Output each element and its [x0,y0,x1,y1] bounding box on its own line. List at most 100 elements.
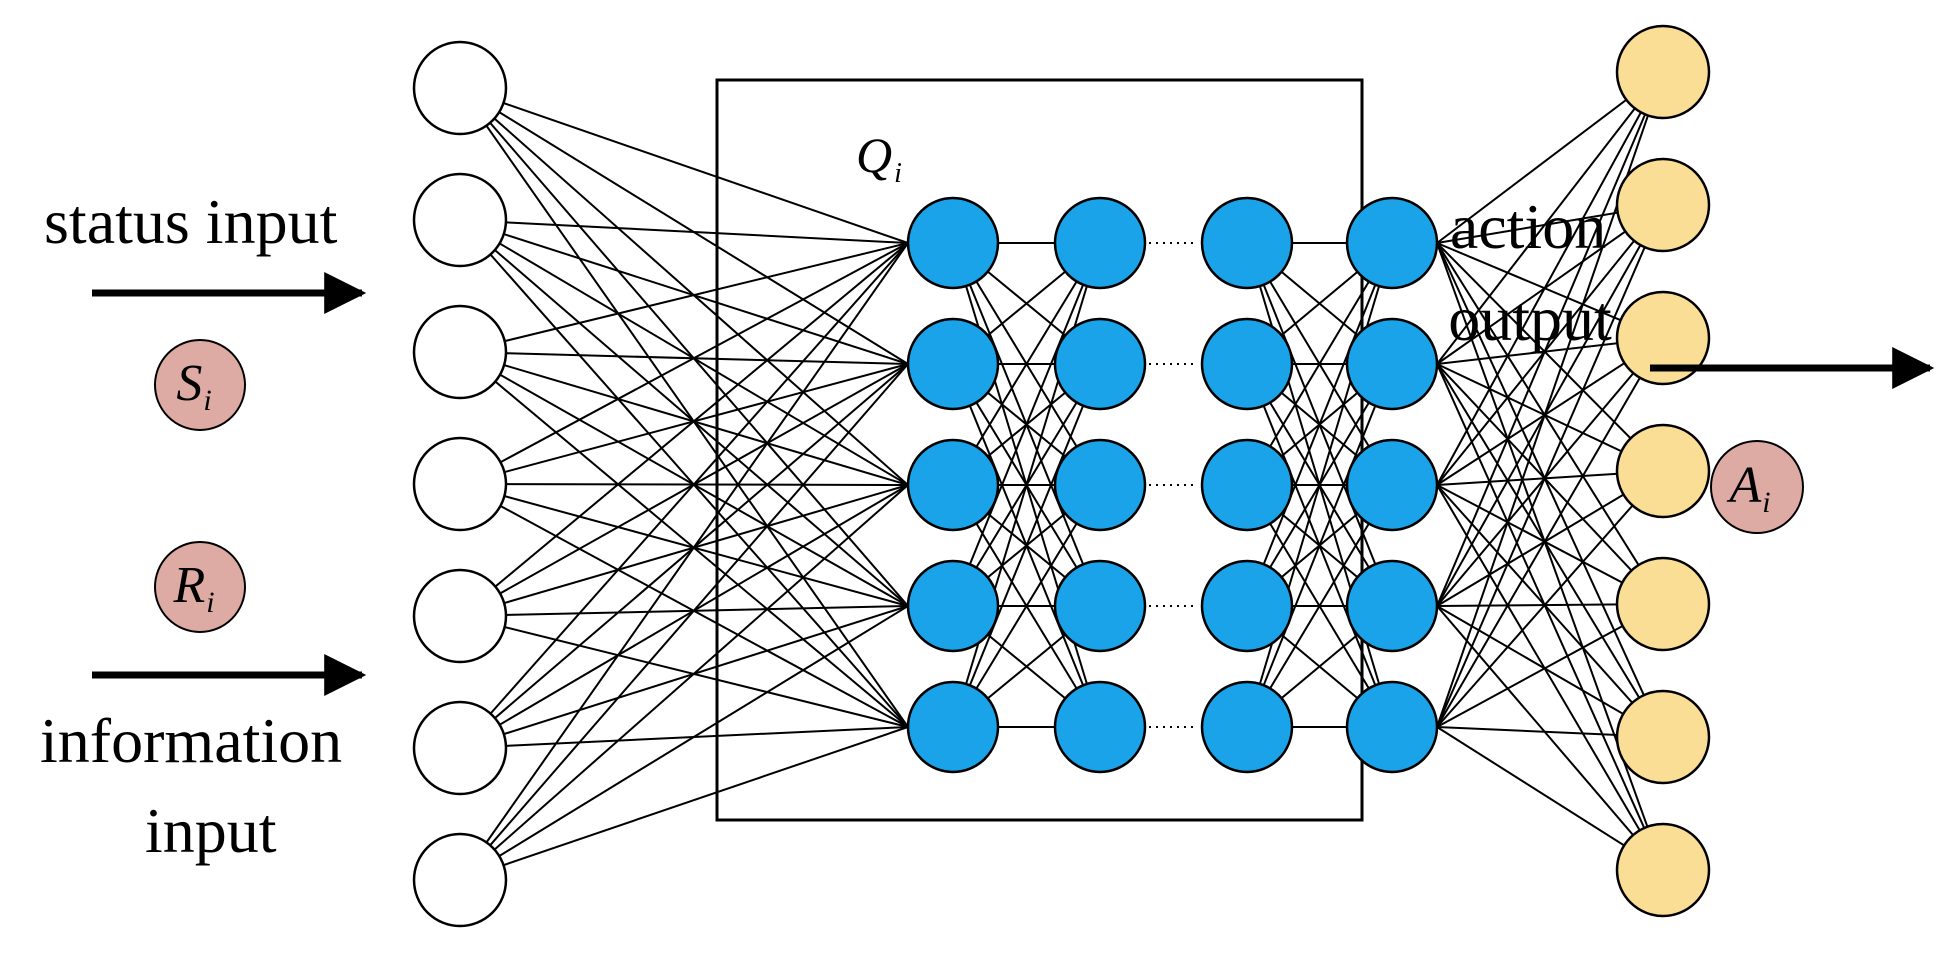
input-hidden-connection [459,87,909,486]
input-hidden-connection [459,726,909,749]
hidden-node [1200,438,1294,532]
hidden-output-connection [1436,242,1664,472]
hidden-output-connection [1436,71,1664,365]
action-symbol-text: Ai [1726,457,1770,519]
input-hidden-connection [459,351,909,607]
hidden-output-connection [1436,337,1664,728]
input-hidden-connection [459,483,909,607]
input-hidden-connection [459,351,909,486]
hidden-node [1200,559,1294,653]
input-node [412,40,508,136]
input-node [412,304,508,400]
hidden-connection [1246,242,1393,607]
hidden-output-connection [1436,484,1664,871]
hidden-node [1345,317,1439,411]
input-hidden-connection [459,219,909,244]
information-input-label-line1: information [40,705,342,776]
hidden-node [1345,559,1439,653]
input-hidden-connection [459,363,909,881]
hidden-node [1345,438,1439,532]
hidden-node [906,438,1000,532]
output-node [1615,24,1711,120]
hidden-node [1053,559,1147,653]
input-hidden-connection [459,87,909,607]
hidden-output-connection [1436,484,1664,738]
input-hidden-connection [459,242,909,353]
input-hidden-connection [459,351,909,728]
input-hidden-connection [459,242,909,617]
input-hidden-connection [459,242,909,485]
hidden-connection [952,242,1101,607]
hidden-connection [1246,484,1393,728]
reward-symbol-text: Ri [172,557,214,619]
input-hidden-connection [459,87,909,365]
input-hidden-connection [459,87,909,244]
input-hidden-connection [459,219,909,365]
output-node [1615,822,1711,918]
input-hidden-connection [459,242,909,881]
action-symbol-badge: Ai [1710,440,1804,534]
hidden-node [1345,196,1439,290]
input-hidden-connection [459,605,909,617]
nodes-group [412,24,1711,928]
input-hidden-connection [459,484,909,881]
hidden-node [1200,680,1294,774]
status-input-label: status input [44,186,338,257]
input-node [412,172,508,268]
hidden-node [1200,317,1294,411]
hidden-node [906,559,1000,653]
hidden-output-connection [1436,204,1664,607]
output-node [1615,157,1711,253]
input-hidden-connection [459,351,909,365]
reward-symbol-badge: Ri [154,541,246,633]
hidden-node [1053,196,1147,290]
hidden-connection [1246,242,1393,728]
input-hidden-connection [459,605,909,749]
hidden-output-connection [1436,363,1664,605]
input-hidden-connection [459,87,909,728]
input-hidden-connection [459,363,909,617]
hidden-output-connection [1436,363,1664,871]
output-node [1615,556,1711,652]
hidden-connection [1246,363,1393,728]
input-hidden-connection [459,605,909,881]
input-node [412,436,508,532]
input-hidden-connection [459,726,909,881]
hidden-output-connection [1436,204,1664,486]
action-output-label-line2: output [1448,283,1612,354]
hidden-node [1345,680,1439,774]
state-symbol-text: Si [176,355,211,417]
hidden-node [906,680,1000,774]
input-hidden-connection [459,219,909,728]
hidden-node [906,196,1000,290]
hidden-output-connection [1436,337,1664,607]
hidden-output-connection [1436,605,1664,871]
output-node [1615,290,1711,386]
input-node [412,700,508,796]
input-hidden-connection [459,483,909,728]
hidden-connection [952,242,1101,486]
input-hidden-connection [459,219,909,607]
state-symbol-badge: Si [154,339,246,431]
hidden-node [1053,317,1147,411]
hidden-output-connection [1436,71,1664,486]
hidden-node [906,317,1000,411]
hidden-output-connection [1436,470,1664,728]
input-hidden-connection [459,219,909,486]
hidden-node [1053,438,1147,532]
hidden-output-connection [1436,363,1664,738]
hidden-output-connection [1436,71,1664,607]
hidden-connection [1246,242,1393,486]
output-node [1615,423,1711,519]
input-hidden-connection [459,483,909,486]
input-node [412,568,508,664]
information-input-label-line2: input [145,795,277,866]
action-output-label-line1: action [1450,191,1606,262]
hidden-connection [952,242,1101,728]
input-hidden-connection [459,363,909,749]
output-node [1615,689,1711,785]
input-hidden-connection [459,484,909,749]
input-hidden-connection [459,363,909,485]
hidden-node [1200,196,1294,290]
